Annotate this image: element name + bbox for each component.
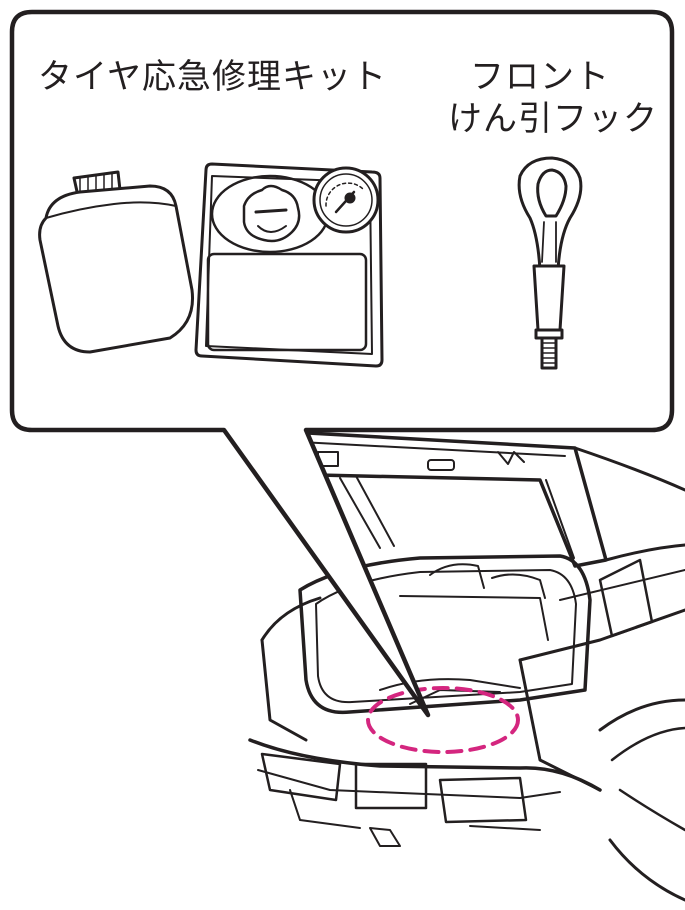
tire-repair-kit-label: タイヤ応急修理キット bbox=[38, 58, 387, 96]
highlight-ellipse bbox=[368, 688, 518, 752]
sealant-bottle-icon bbox=[40, 172, 193, 352]
tow-hook-label-line2: けん引フック bbox=[448, 100, 658, 138]
pressure-gauge-icon bbox=[314, 168, 378, 232]
compressor-icon bbox=[196, 164, 382, 366]
tow-hook-label-line1: フロント bbox=[470, 58, 610, 96]
